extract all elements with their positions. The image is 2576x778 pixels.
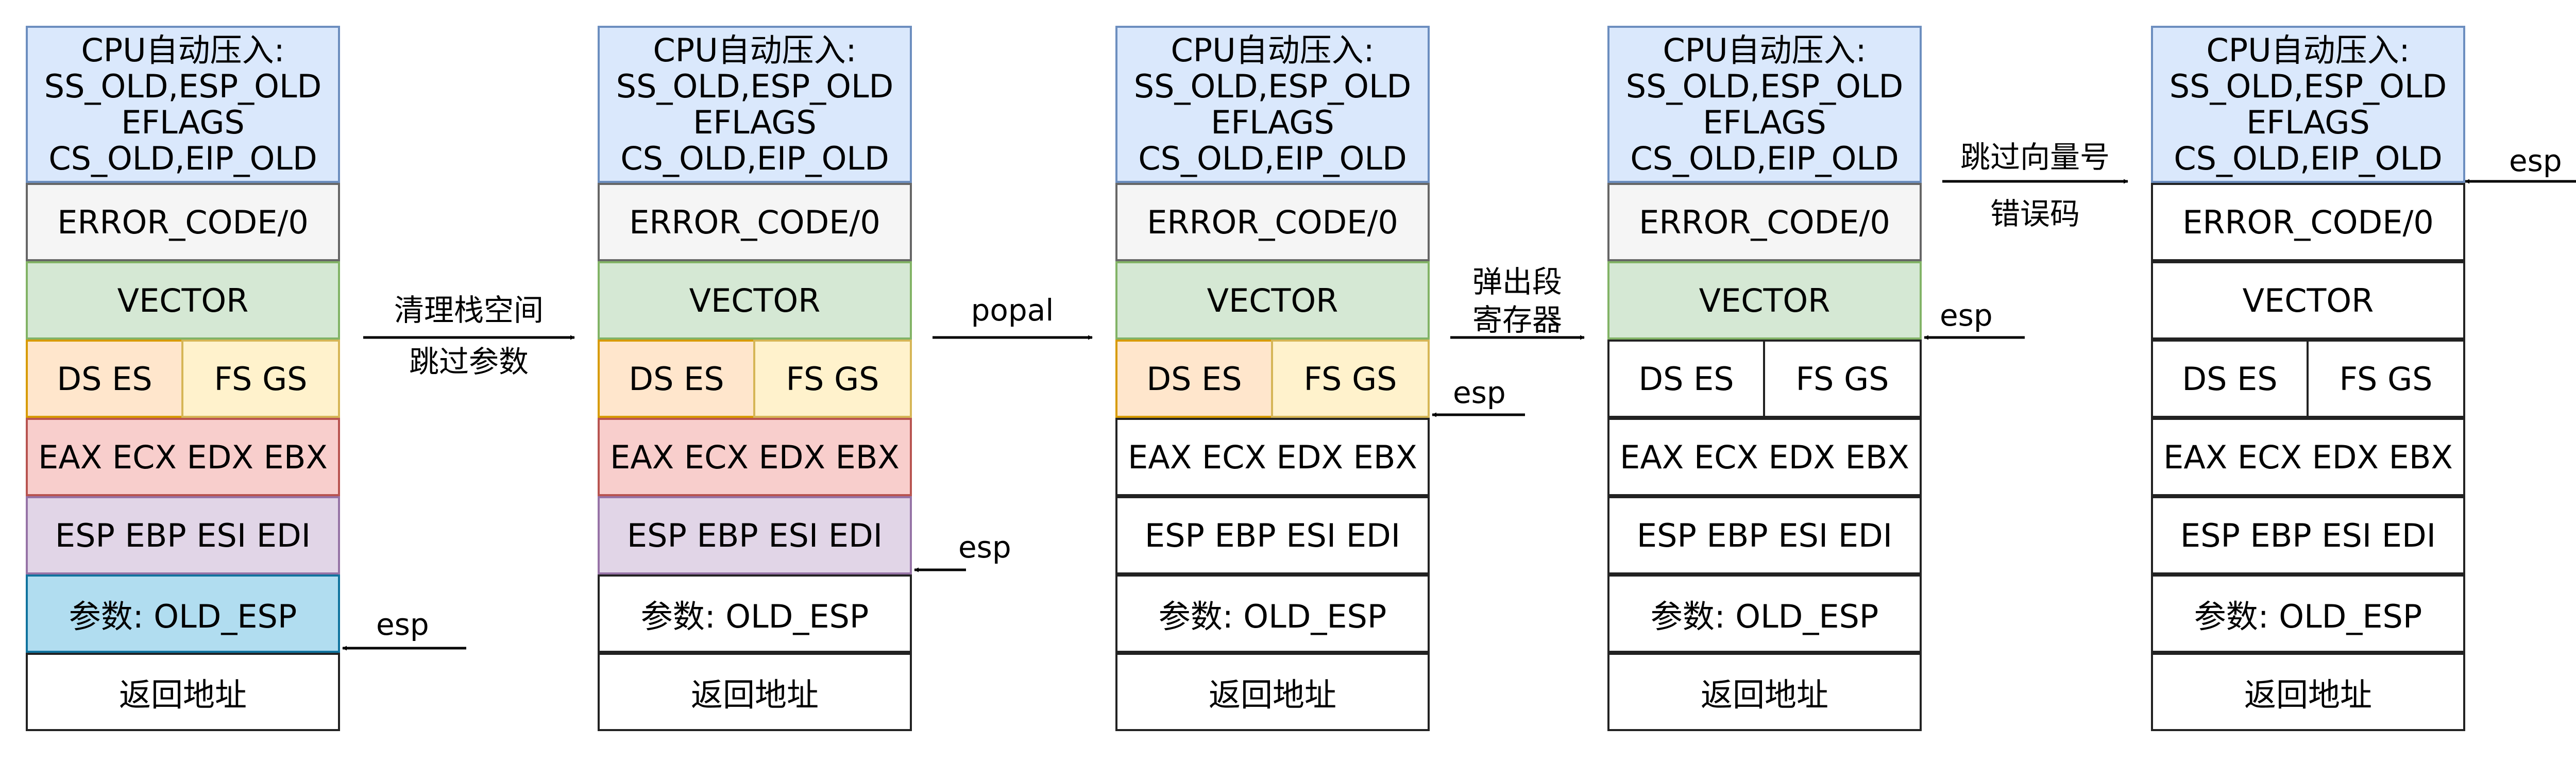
auto-push-line: SS_OLD,ESP_OLD xyxy=(1133,67,1412,105)
auto-push-line: CPU自动压入: xyxy=(2206,31,2410,69)
param-old-esp-cell: 参数: OLD_ESP xyxy=(26,574,340,653)
esp-pointer-label: esp xyxy=(958,530,1011,565)
vector-cell: VECTOR xyxy=(1607,261,1922,340)
auto-push-line: SS_OLD,ESP_OLD xyxy=(1625,67,1904,105)
return-address-cell: 返回地址 xyxy=(598,653,912,731)
error-code-cell: ERROR_CODE/0 xyxy=(598,183,912,261)
error-code-cell: ERROR_CODE/0 xyxy=(26,183,340,261)
segment-fs-gs-cell: FS GS xyxy=(753,340,912,418)
error-code-cell: ERROR_CODE/0 xyxy=(2151,183,2465,261)
param-old-esp-cell: 参数: OLD_ESP xyxy=(1607,574,1922,653)
param-old-esp-cell: 参数: OLD_ESP xyxy=(598,574,912,653)
auto-push-line: CS_OLD,EIP_OLD xyxy=(2174,139,2443,177)
segment-fs-gs-cell: FS GS xyxy=(2307,340,2465,418)
general-regs-esp-cell: ESP EBP ESI EDI xyxy=(2151,496,2465,574)
auto-push-line: CS_OLD,EIP_OLD xyxy=(48,139,317,177)
general-regs-eax-cell: EAX ECX EDX EBX xyxy=(1607,418,1922,496)
return-address-cell: 返回地址 xyxy=(1115,653,1430,731)
segment-ds-es-cell: DS ES xyxy=(26,340,183,418)
auto-push-line: CPU自动压入: xyxy=(1171,31,1375,69)
error-code-cell: ERROR_CODE/0 xyxy=(1607,183,1922,261)
auto-push-line: EFLAGS xyxy=(693,103,817,141)
segment-fs-gs-cell: FS GS xyxy=(181,340,340,418)
transition-label-4: 错误码 xyxy=(1990,196,2080,231)
transition-label-1: 跳过参数 xyxy=(409,344,529,379)
segment-ds-es-cell: DS ES xyxy=(598,340,755,418)
auto-push-line: EFLAGS xyxy=(2246,103,2370,141)
esp-pointer-label: esp xyxy=(1453,375,1506,410)
transition-label-2: popal xyxy=(971,293,1054,328)
esp-pointer-label: esp xyxy=(376,607,429,642)
transition-label-1: 清理栈空间 xyxy=(394,293,544,328)
auto-push-line: CS_OLD,EIP_OLD xyxy=(1138,139,1407,177)
general-regs-eax-cell: EAX ECX EDX EBX xyxy=(1115,418,1430,496)
general-regs-eax-cell: EAX ECX EDX EBX xyxy=(2151,418,2465,496)
auto-push-line: SS_OLD,ESP_OLD xyxy=(44,67,322,105)
vector-cell: VECTOR xyxy=(598,261,912,340)
auto-push-line: SS_OLD,ESP_OLD xyxy=(616,67,894,105)
param-old-esp-cell: 参数: OLD_ESP xyxy=(2151,574,2465,653)
auto-push-line: CS_OLD,EIP_OLD xyxy=(620,139,889,177)
segment-ds-es-cell: DS ES xyxy=(1115,340,1273,418)
general-regs-eax-cell: EAX ECX EDX EBX xyxy=(598,418,912,496)
return-address-cell: 返回地址 xyxy=(26,653,340,731)
auto-push-line: EFLAGS xyxy=(1211,103,1334,141)
auto-push-line: EFLAGS xyxy=(1703,103,1826,141)
auto-push-line: CPU自动压入: xyxy=(81,31,285,69)
esp-pointer-label: esp xyxy=(1940,298,1993,333)
auto-push-line: SS_OLD,ESP_OLD xyxy=(2169,67,2447,105)
auto-push-line: EFLAGS xyxy=(121,103,245,141)
segment-ds-es-cell: DS ES xyxy=(2151,340,2309,418)
segment-fs-gs-cell: FS GS xyxy=(1763,340,1922,418)
general-regs-esp-cell: ESP EBP ESI EDI xyxy=(598,496,912,574)
auto-push-line: CPU自动压入: xyxy=(1663,31,1867,69)
general-regs-eax-cell: EAX ECX EDX EBX xyxy=(26,418,340,496)
error-code-cell: ERROR_CODE/0 xyxy=(1115,183,1430,261)
transition-label-3: 寄存器 xyxy=(1472,302,1562,337)
transition-label-3: 弹出段 xyxy=(1472,264,1562,299)
esp-pointer-label: esp xyxy=(2509,143,2562,178)
auto-push-line: CPU自动压入: xyxy=(653,31,857,69)
return-address-cell: 返回地址 xyxy=(1607,653,1922,731)
vector-cell: VECTOR xyxy=(26,261,340,340)
return-address-cell: 返回地址 xyxy=(2151,653,2465,731)
general-regs-esp-cell: ESP EBP ESI EDI xyxy=(1607,496,1922,574)
general-regs-esp-cell: ESP EBP ESI EDI xyxy=(26,496,340,574)
vector-cell: VECTOR xyxy=(1115,261,1430,340)
vector-cell: VECTOR xyxy=(2151,261,2465,340)
transition-label-4: 跳过向量号 xyxy=(1960,140,2110,175)
segment-fs-gs-cell: FS GS xyxy=(1271,340,1430,418)
general-regs-esp-cell: ESP EBP ESI EDI xyxy=(1115,496,1430,574)
param-old-esp-cell: 参数: OLD_ESP xyxy=(1115,574,1430,653)
auto-push-line: CS_OLD,EIP_OLD xyxy=(1630,139,1899,177)
segment-ds-es-cell: DS ES xyxy=(1607,340,1765,418)
